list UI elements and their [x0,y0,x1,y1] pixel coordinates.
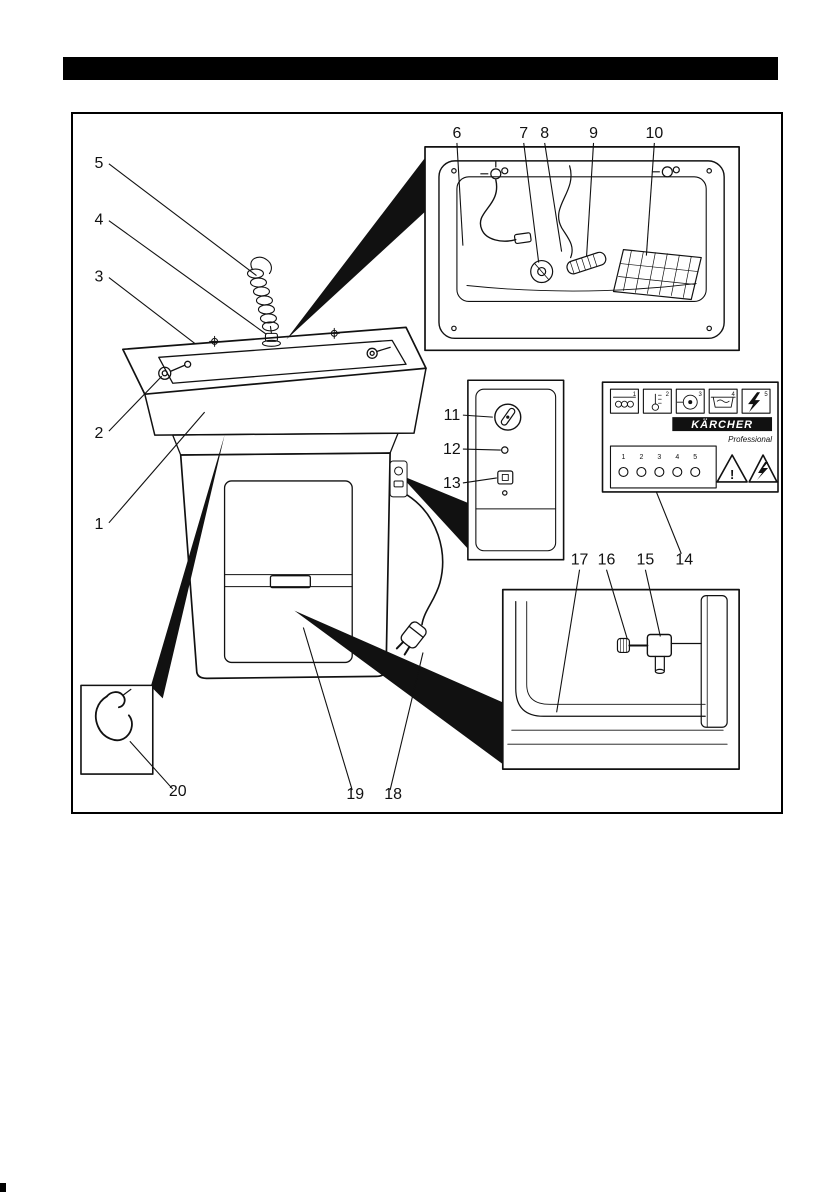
icon-index-3: 3 [699,392,703,398]
coiled-hose-icon [246,256,279,334]
led-number-1: 1 [621,454,625,461]
callout-14: 14 [675,552,693,569]
drain-button-icon [497,470,514,496]
warning-exclamation: ! [730,467,734,482]
callout-15: 15 [637,552,655,569]
grate-icon [612,249,702,301]
basin-top-inset [424,146,740,352]
callout-12: 12 [443,441,461,458]
main-switch-icon [494,403,522,431]
indicator-lamp-icon [500,446,509,454]
inset-hose-left [479,179,517,242]
heating-coil-icon [613,396,636,408]
rim-tap-left [209,335,221,347]
inset-hose-center [558,165,573,259]
callout-4: 4 [94,212,103,229]
callout-17: 17 [571,552,589,569]
hose-coupling-left [158,360,192,380]
side-control-box [389,460,408,498]
tank-wall-strip [700,595,728,728]
cabinet-door [223,480,353,664]
callout-8: 8 [540,125,549,142]
callout-20: 20 [169,783,187,800]
electric-hazard-icon [748,454,778,483]
led-number-3: 3 [657,454,661,461]
callout-9: 9 [589,125,598,142]
thermometer-icon [651,393,662,411]
callout-3: 3 [94,269,103,286]
power-cord [406,494,444,626]
pump-icon [676,394,698,410]
figure-illustration: 1 2 3 4 5 KÄRCHER Professional 1 2 3 4 [80,125,779,803]
callout-16: 16 [598,552,616,569]
callout-10: 10 [645,125,663,142]
callout-11: 11 [444,407,461,424]
basin-rim [122,326,427,396]
inset-tap-right [651,166,680,178]
led-strip: 1 2 3 4 5 [609,445,717,489]
icon-index-1: 1 [633,392,637,398]
faucet-icon [261,332,281,347]
section-title-bar [63,57,778,80]
cabinet-collar [172,432,399,456]
icon-index-5: 5 [764,392,768,398]
led-number-5: 5 [693,454,697,461]
callout-5: 5 [94,155,103,172]
detail-arrow-panel [400,474,468,549]
figure-frame: 1 2 3 4 5 KÄRCHER Professional 1 2 3 4 [71,112,783,814]
callout-2: 2 [94,425,103,442]
wash-basin-icon [710,396,736,408]
detail-arrow-hook [150,435,225,699]
page-edge-mark [0,1183,6,1192]
icon-index-4: 4 [731,392,735,398]
led-number-2: 2 [639,454,643,461]
type-label-inset: 1 2 3 4 5 KÄRCHER Professional 1 2 3 4 [601,381,779,493]
brush-icon [566,251,607,275]
hook-icon [94,688,133,742]
inset-hose-coupling [513,232,532,245]
hook-inset [80,684,154,775]
inset-tap-left [480,161,509,180]
led-number-4: 4 [675,454,679,461]
rim-tap-right [328,327,340,339]
callout-6: 6 [452,125,461,142]
callout-1: 1 [94,516,103,533]
series-text: Professional [728,435,772,444]
callout-numbers: 5 4 3 2 1 6 7 8 9 10 11 12 13 17 16 15 1… [94,125,693,803]
callout-13: 13 [443,475,461,492]
detail-arrow-basin [286,157,426,340]
drain-plug-icon [530,259,554,284]
basin-opening [158,339,407,384]
callout-19: 19 [346,786,364,803]
electric-power-icon [748,392,761,413]
callout-18: 18 [384,786,402,803]
power-plug-icon [395,621,427,656]
general-warning-icon: ! [716,454,748,483]
door-seam [224,574,353,588]
callout-7: 7 [519,125,528,142]
brand-text: KÄRCHER [691,418,753,431]
icon-index-2: 2 [666,392,670,398]
leader-lines [108,142,682,791]
karcher-logo: KÄRCHER [672,417,773,431]
basin-tub [144,367,427,436]
door-handle [269,575,311,589]
detail-arrow-drain [294,610,503,765]
hose-coupling-right [366,346,391,359]
control-panel-inset [467,379,565,561]
